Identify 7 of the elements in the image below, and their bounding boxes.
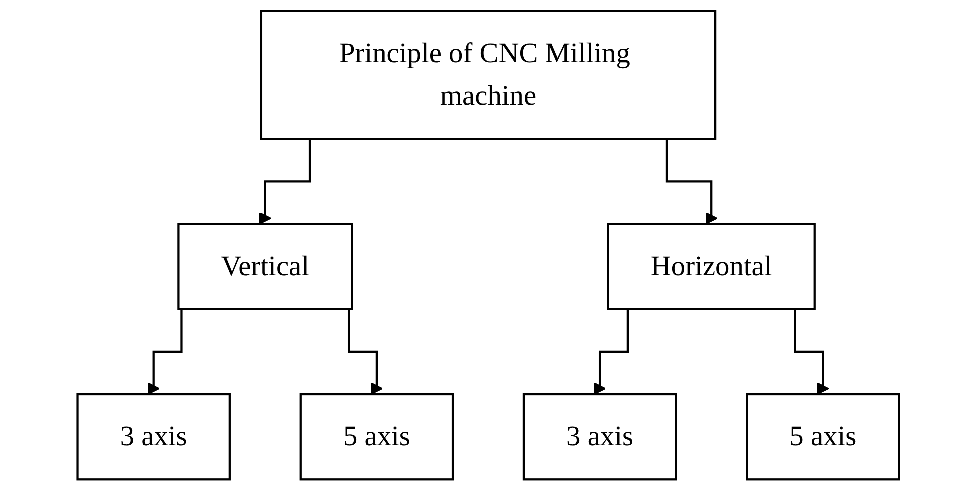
node-box: 5 axis	[300, 393, 454, 481]
node-box: 3 axis	[522, 393, 678, 481]
node-box: Horizontal	[607, 223, 816, 310]
node-box: Vertical	[178, 223, 354, 310]
node-box: 3 axis	[76, 393, 231, 481]
node-box: Principle of CNC Milling machine	[260, 10, 717, 140]
node-box: 5 axis	[746, 393, 900, 481]
